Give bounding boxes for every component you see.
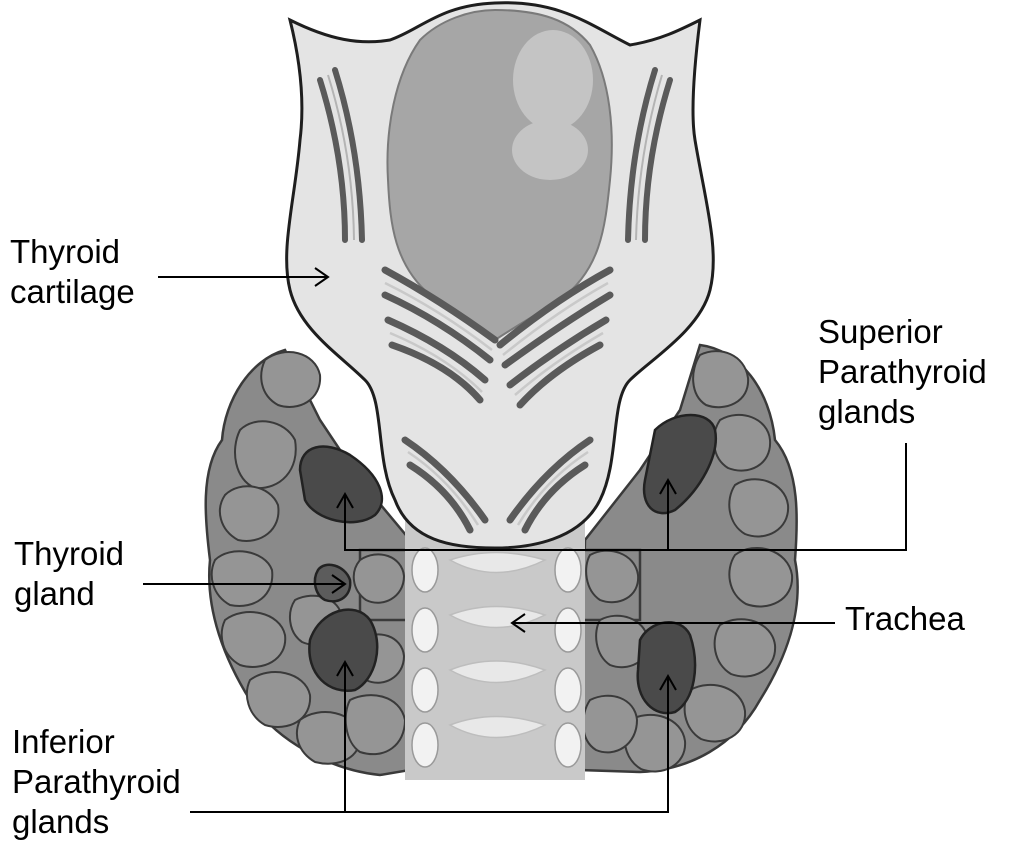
label-line: gland [14, 574, 124, 614]
label-line: Thyroid [14, 534, 124, 574]
label-thyroid-gland: Thyroid gland [14, 534, 124, 614]
highlight-oval [512, 120, 588, 180]
label-thyroid-cartilage: Thyroid cartilage [10, 232, 135, 312]
label-line: Parathyroid [12, 762, 181, 802]
label-line: Thyroid [10, 232, 135, 272]
label-line: Trachea [845, 599, 965, 639]
label-line: glands [12, 802, 181, 842]
label-line: glands [818, 392, 987, 432]
inferior-parathyroid-right [638, 622, 695, 713]
label-line: Parathyroid [818, 352, 987, 392]
label-line: cartilage [10, 272, 135, 312]
label-line: Superior [818, 312, 987, 352]
highlight-oval [513, 30, 593, 130]
label-superior-parathyroid-glands: Superior Parathyroid glands [818, 312, 987, 432]
label-inferior-parathyroid-glands: Inferior Parathyroid glands [12, 722, 181, 842]
inferior-parathyroid-left [309, 610, 377, 691]
label-line: Inferior [12, 722, 181, 762]
label-trachea: Trachea [845, 599, 965, 639]
